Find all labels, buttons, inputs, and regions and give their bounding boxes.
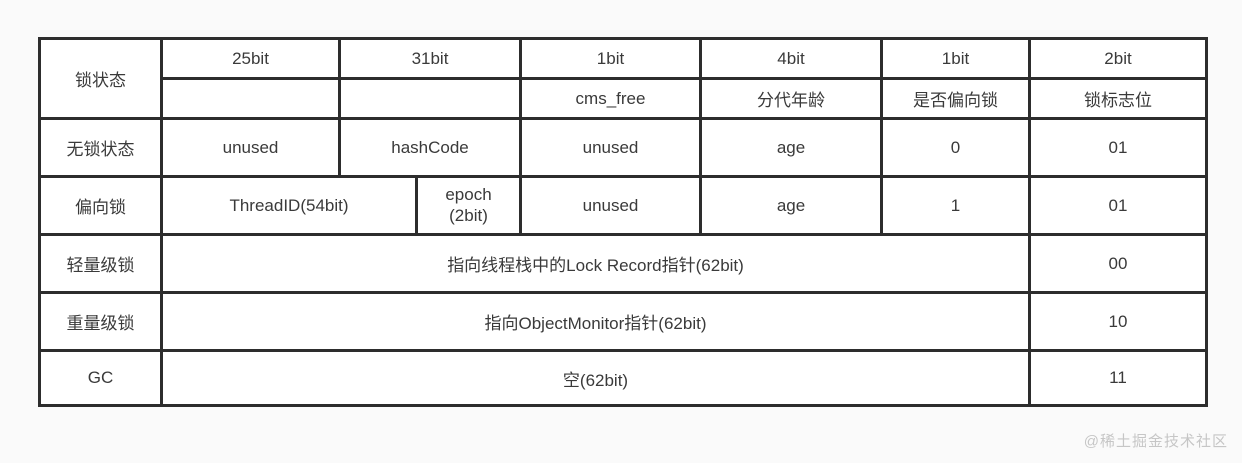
cell-biased-lock-flag: 01 <box>1028 175 1208 236</box>
row-label-biased-lock: 偏向锁 <box>38 175 163 236</box>
row-label-lightweight-lock: 轻量级锁 <box>38 233 163 294</box>
field-header-gen-age: 分代年龄 <box>699 77 883 120</box>
row-lightweight-lock: 轻量级锁 指向线程栈中的Lock Record指针(62bit) 00 <box>38 233 1208 294</box>
row-biased-lock: 偏向锁 ThreadID(54bit) epoch (2bit) unused … <box>38 175 1208 236</box>
cell-no-lock-hashcode: hashCode <box>338 117 522 178</box>
cell-heavyweight-pointer: 指向ObjectMonitor指针(62bit) <box>160 291 1031 352</box>
cell-lightweight-lock-flag: 00 <box>1028 233 1208 294</box>
row-heavyweight-lock: 重量级锁 指向ObjectMonitor指针(62bit) 10 <box>38 291 1208 352</box>
cell-biased-thread-id: ThreadID(54bit) <box>160 175 418 236</box>
field-header-empty-31bit <box>338 77 522 120</box>
cell-no-lock-biased-flag: 0 <box>880 117 1031 178</box>
cell-biased-age: age <box>699 175 883 236</box>
row-label-no-lock: 无锁状态 <box>38 117 163 178</box>
col-header-2bit: 2bit <box>1028 37 1208 80</box>
epoch-line2: (2bit) <box>449 205 488 225</box>
col-header-25bit: 25bit <box>160 37 341 80</box>
header-row-bit-widths: 锁状态 25bit 31bit 1bit 4bit 1bit 2bit <box>38 37 1208 120</box>
col-header-4bit: 4bit <box>699 37 883 80</box>
cell-biased-biased-flag: 1 <box>880 175 1031 236</box>
cell-no-lock-cms-free: unused <box>519 117 702 178</box>
cell-gc-lock-flag: 11 <box>1028 349 1208 407</box>
field-header-is-biased: 是否偏向锁 <box>880 77 1031 120</box>
cell-lightweight-pointer: 指向线程栈中的Lock Record指针(62bit) <box>160 233 1031 294</box>
cell-heavyweight-lock-flag: 10 <box>1028 291 1208 352</box>
row-gc: GC 空(62bit) 11 <box>38 349 1208 407</box>
cell-no-lock-unused: unused <box>160 117 341 178</box>
cell-biased-cms-free: unused <box>519 175 702 236</box>
field-header-empty-25bit <box>160 77 341 120</box>
field-header-lock-flag: 锁标志位 <box>1028 77 1208 120</box>
cell-no-lock-lock-flag: 01 <box>1028 117 1208 178</box>
mark-word-table: 锁状态 25bit 31bit 1bit 4bit 1bit 2bit cms_… <box>38 37 1208 407</box>
cell-biased-epoch: epoch (2bit) <box>415 175 522 236</box>
row-label-heavyweight-lock: 重量级锁 <box>38 291 163 352</box>
row-no-lock: 无锁状态 unused hashCode unused age 0 01 <box>38 117 1208 178</box>
row-label-gc: GC <box>38 349 163 407</box>
field-header-cms-free: cms_free <box>519 77 702 120</box>
markword-diagram: 锁状态 25bit 31bit 1bit 4bit 1bit 2bit cms_… <box>38 37 1208 407</box>
col-header-1bit-cmsfree: 1bit <box>519 37 702 80</box>
col-header-31bit: 31bit <box>338 37 522 80</box>
header-row-field-names: cms_free 分代年龄 是否偏向锁 锁标志位 <box>40 77 1208 120</box>
corner-cell-lock-state: 锁状态 <box>38 37 163 120</box>
col-header-1bit-biased: 1bit <box>880 37 1031 80</box>
cell-no-lock-age: age <box>699 117 883 178</box>
juejin-watermark: @稀土掘金技术社区 <box>1083 433 1228 450</box>
epoch-line1: epoch <box>445 185 492 205</box>
cell-gc-empty62: 空(62bit) <box>160 349 1031 407</box>
